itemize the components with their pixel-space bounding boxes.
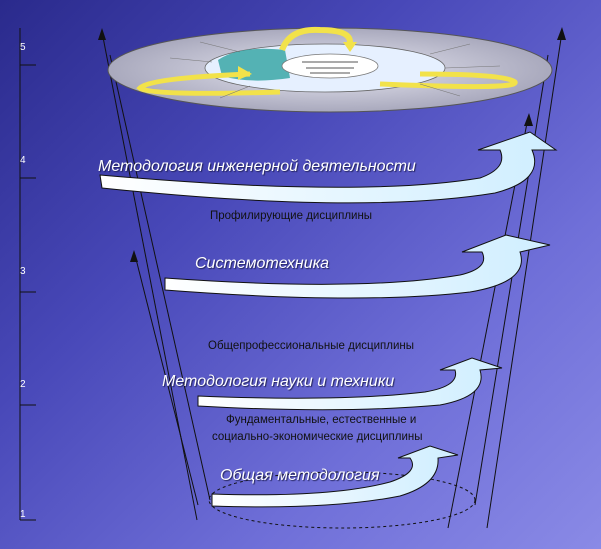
level-label-2: 2: [20, 379, 26, 390]
engineering-methodology-label: Методология инженерной деятельности: [98, 158, 416, 175]
science-tech-methodology-label: Методология науки и техники: [162, 373, 395, 390]
right-outer-arrow-line: [486, 31, 563, 529]
yellow-cycle-top: [279, 26, 353, 52]
level-label-1: 1: [20, 509, 26, 520]
funnel-left-wall: [109, 54, 211, 501]
top-radial-line: [444, 65, 501, 69]
profile-disciplines-label: Профилирующие дисциплины: [210, 210, 373, 222]
level-scale: [19, 28, 36, 521]
right-inner-arrowhead: [524, 113, 533, 126]
arrow-level-4: [99, 131, 558, 204]
funnel-right-wall: [474, 54, 549, 506]
arrow-level-2: [197, 357, 503, 411]
left-inner-arrow-line: [134, 254, 199, 506]
right-outer-arrowhead: [557, 27, 566, 40]
yellow-sweep-left: [136, 71, 281, 96]
left-outer-arrow-line: [101, 31, 198, 521]
top-radial-line: [199, 41, 241, 53]
level-label-3: 3: [20, 266, 26, 277]
top-radial-line: [429, 43, 471, 55]
level-label-4: 4: [20, 155, 26, 166]
yellow-sweep-head: [238, 66, 252, 80]
general-professional-disciplines-label: Общепрофессиональные дисциплины: [208, 340, 414, 352]
top-radial-line: [419, 83, 461, 97]
left-outer-arrowhead: [98, 28, 106, 40]
funnel-bottom-ellipse: [208, 471, 476, 529]
fundamental-disciplines-label-line2: социально-экономические дисциплины: [212, 431, 423, 443]
funnel-top: [107, 26, 553, 113]
general-methodology-label: Общая методология: [220, 467, 380, 484]
systems-engineering-label: Системотехника: [195, 255, 330, 272]
top-radial-line: [219, 85, 251, 99]
top-radial-line: [169, 57, 213, 63]
arrow-level-1: [211, 445, 459, 508]
yellow-cycle-top-head: [343, 42, 357, 52]
yellow-sweep-right: [379, 71, 518, 90]
top-center: [281, 53, 379, 79]
left-inner-arrowhead: [130, 250, 138, 262]
level-label-5: 5: [20, 42, 26, 53]
fundamental-disciplines-label-line1: Фундаментальные, естественные и: [226, 414, 417, 426]
progress-arrows: [99, 131, 558, 508]
arrow-level-3: [164, 234, 551, 299]
